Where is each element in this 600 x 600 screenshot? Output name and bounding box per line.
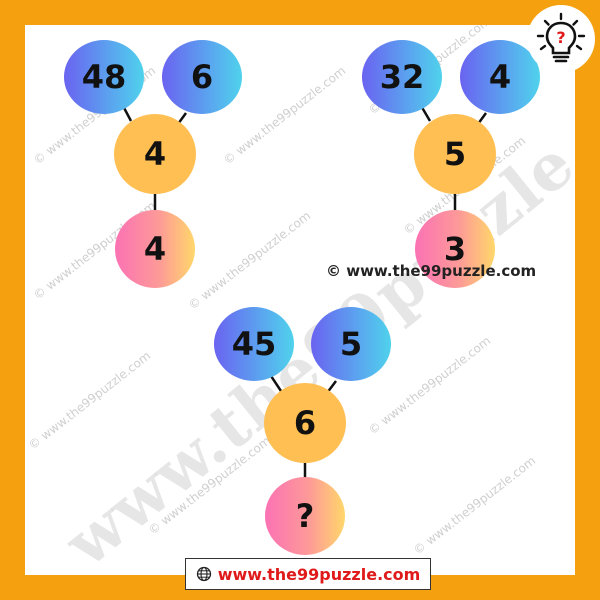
lightbulb-question-icon: ? [527, 5, 595, 73]
puzzle-1-bottom-circle: 4 [115, 210, 195, 288]
svg-text:?: ? [556, 28, 565, 47]
puzzle-1-top-left-circle: 48 [64, 40, 144, 114]
connector-line [269, 375, 283, 392]
credit-text: © www.the99puzzle.com [326, 262, 537, 280]
puzzle-3-top-left-circle: 45 [214, 307, 294, 381]
puzzle-3-bottom-circle: ? [265, 477, 345, 555]
puzzle-1-top-right-circle: 6 [162, 40, 242, 114]
puzzle-2-top-left-circle: 32 [362, 40, 442, 114]
puzzle-2-bottom-circle: 3 [415, 210, 495, 288]
puzzle-2-middle-circle: 5 [414, 114, 496, 194]
footer-url-box[interactable]: www.the99puzzle.com [185, 558, 431, 590]
puzzle-3-middle-circle: 6 [264, 383, 346, 463]
puzzle-2-top-right-circle: 4 [460, 40, 540, 114]
footer-url-text[interactable]: www.the99puzzle.com [217, 564, 421, 584]
puzzle-1-middle-circle: 4 [114, 114, 196, 194]
puzzle-3-top-right-circle: 5 [311, 307, 391, 381]
globe-icon [196, 566, 212, 582]
